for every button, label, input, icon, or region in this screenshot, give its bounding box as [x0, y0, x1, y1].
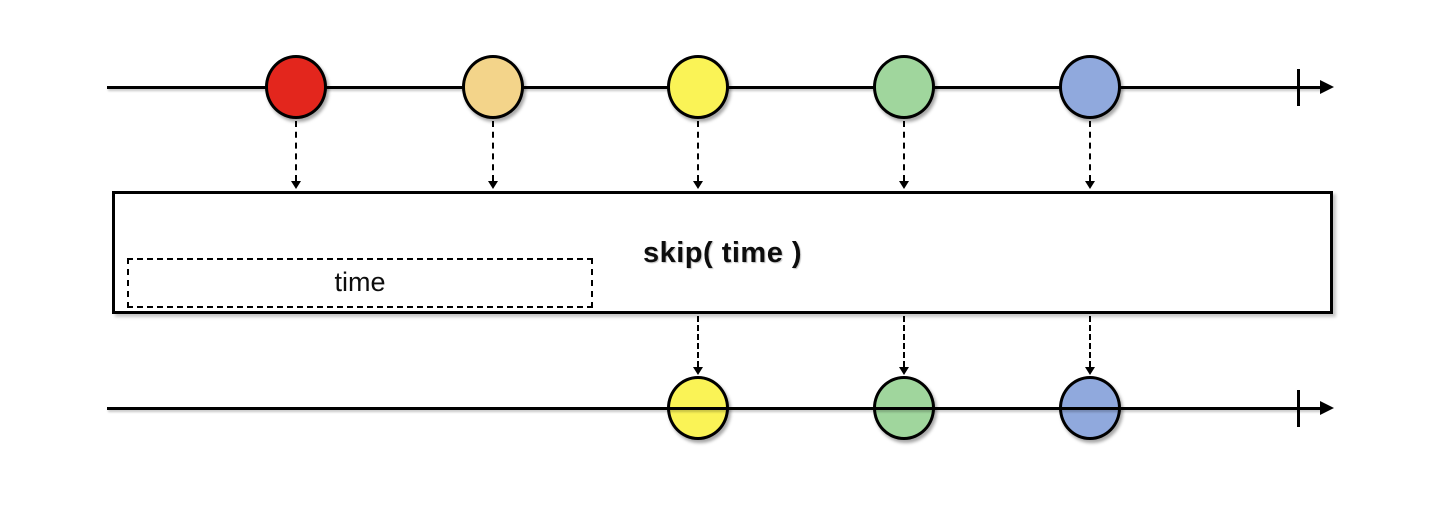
blue-marble-event-arrow: [1089, 316, 1091, 367]
orange-marble-event-arrowhead-icon: [488, 181, 498, 189]
yellow-marble: [667, 55, 729, 119]
operator-label: skip( time ): [642, 237, 803, 269]
input-complete-tick: [1297, 69, 1300, 106]
green-marble-event-arrowhead-icon: [899, 367, 909, 375]
yellow-marble-event-arrow: [697, 316, 699, 367]
green-marble: [873, 55, 935, 119]
orange-marble-event-arrow: [492, 121, 494, 181]
blue-marble-event-arrow: [1089, 121, 1091, 181]
yellow-marble-event-arrowhead-icon: [693, 367, 703, 375]
green-marble-event-arrow: [903, 316, 905, 367]
yellow-marble-event-arrow: [697, 121, 699, 181]
red-marble-event-arrowhead-icon: [291, 181, 301, 189]
input-timeline-arrowhead-icon: [1320, 80, 1334, 94]
blue-marble: [1059, 55, 1121, 119]
yellow-marble-event-arrowhead-icon: [693, 181, 703, 189]
time-window-label: time: [334, 267, 386, 297]
blue-marble-event-arrowhead-icon: [1085, 367, 1095, 375]
output-timeline-line: [107, 407, 1323, 410]
blue-marble-event-arrowhead-icon: [1085, 181, 1095, 189]
red-marble: [265, 55, 327, 119]
time-window-box: time: [127, 258, 593, 308]
red-marble-event-arrow: [295, 121, 297, 181]
operator-box: skip( time ) time: [112, 191, 1333, 314]
output-timeline-arrowhead-icon: [1320, 401, 1334, 415]
green-marble-event-arrow: [903, 121, 905, 181]
green-marble-event-arrowhead-icon: [899, 181, 909, 189]
orange-marble: [462, 55, 524, 119]
output-complete-tick: [1297, 390, 1300, 427]
